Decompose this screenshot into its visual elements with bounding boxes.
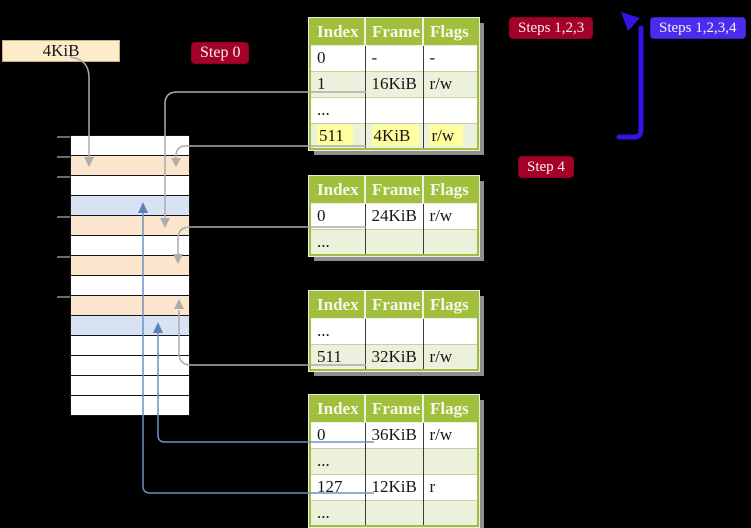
highlight: 511	[317, 124, 353, 146]
table-row: ...	[310, 499, 478, 526]
column-header-flags: Flags	[422, 292, 478, 319]
table-row: ...	[310, 228, 478, 255]
table-cell: 12KiB	[364, 473, 423, 500]
table-cell	[422, 318, 478, 344]
table-cell: r/w	[422, 343, 478, 370]
memory-ruler-ticks	[57, 136, 70, 298]
steps1234-badge: Steps 1,2,3,4	[650, 17, 746, 39]
table-cell	[422, 228, 478, 255]
table-cell: 32KiB	[364, 343, 423, 370]
memory-row	[71, 276, 189, 296]
table-cell: r/w	[422, 122, 478, 149]
memory-row	[71, 356, 189, 376]
table-header-row: Index Frame Flags	[310, 19, 478, 46]
column-header-frame: Frame	[364, 177, 423, 204]
highlight: r/w	[429, 124, 464, 146]
physical-memory-column	[70, 135, 190, 416]
column-header-frame: Frame	[364, 19, 423, 46]
table-cell: ...	[310, 499, 365, 526]
memory-row	[71, 296, 189, 316]
memory-row	[71, 196, 189, 216]
table-row: ...	[310, 96, 478, 123]
step0-badge: Step 0	[191, 42, 250, 64]
column-header-index: Index	[310, 19, 365, 46]
page-table-4: Index Frame Flags 0 36KiB r/w ... 127 12…	[308, 394, 480, 528]
table-cell: r/w	[422, 203, 478, 229]
table-row: 0 24KiB r/w	[310, 203, 478, 229]
table-cell	[422, 96, 478, 123]
column-header-index: Index	[310, 177, 365, 204]
highlight: 4KiB	[371, 124, 420, 146]
frame-size-label: 4KiB	[2, 40, 120, 62]
memory-row	[71, 316, 189, 336]
table-row: 0 36KiB r/w	[310, 422, 478, 448]
table-cell: 0	[310, 422, 365, 448]
table-cell: ...	[310, 318, 365, 344]
table-header-row: Index Frame Flags	[310, 396, 478, 423]
steps-loop-arrow	[616, 12, 644, 140]
table-cell: r/w	[422, 70, 478, 97]
table-cell: ...	[310, 447, 365, 474]
memory-row	[71, 236, 189, 256]
steps123-badge: Steps 1,2,3	[509, 17, 594, 39]
table-row: ...	[310, 447, 478, 474]
table-row: 127 12KiB r	[310, 473, 478, 500]
table-cell: 4KiB	[364, 122, 423, 149]
table-cell: 511	[310, 343, 365, 370]
table-cell: ...	[310, 96, 365, 123]
page-table-3: Index Frame Flags ... 511 32KiB r/w	[308, 290, 480, 372]
table-cell	[422, 447, 478, 474]
column-header-flags: Flags	[422, 19, 478, 46]
column-header-flags: Flags	[422, 177, 478, 204]
table-row: 1 16KiB r/w	[310, 70, 478, 97]
page-table-1: Index Frame Flags 0 - - 1 16KiB r/w ... …	[308, 17, 480, 151]
table-cell: 24KiB	[364, 203, 423, 229]
table-cell: 1	[310, 70, 365, 97]
memory-row	[71, 256, 189, 276]
table-cell: -	[422, 45, 478, 71]
memory-row	[71, 156, 189, 176]
table-cell	[364, 318, 423, 344]
memory-row	[71, 136, 189, 156]
table-cell	[364, 447, 423, 474]
column-header-index: Index	[310, 292, 365, 319]
table-cell	[422, 499, 478, 526]
table-cell	[364, 228, 423, 255]
table-cell: 127	[310, 473, 365, 500]
table-cell: 0	[310, 45, 365, 71]
table-cell: -	[364, 45, 423, 71]
memory-row	[71, 376, 189, 396]
table-cell: 0	[310, 203, 365, 229]
table-row-highlighted: 511 4KiB r/w	[310, 122, 478, 149]
table-row: 0 - -	[310, 45, 478, 71]
table-cell: r	[422, 473, 478, 500]
column-header-frame: Frame	[364, 396, 423, 423]
column-header-index: Index	[310, 396, 365, 423]
table-row: 511 32KiB r/w	[310, 343, 478, 370]
column-header-frame: Frame	[364, 292, 423, 319]
table-cell: ...	[310, 228, 365, 255]
table-row: ...	[310, 318, 478, 344]
memory-row	[71, 216, 189, 236]
memory-row	[71, 396, 189, 415]
page-table-2: Index Frame Flags 0 24KiB r/w ...	[308, 175, 480, 257]
table-cell	[364, 499, 423, 526]
memory-row	[71, 336, 189, 356]
memory-row	[71, 176, 189, 196]
table-header-row: Index Frame Flags	[310, 177, 478, 204]
table-cell: 511	[310, 122, 365, 149]
table-cell: 16KiB	[364, 70, 423, 97]
table-cell: r/w	[422, 422, 478, 448]
column-header-flags: Flags	[422, 396, 478, 423]
arrowhead-upleft-icon	[621, 12, 640, 31]
table-cell	[364, 96, 423, 123]
table-cell: 36KiB	[364, 422, 423, 448]
step4-badge: Step 4	[518, 156, 574, 178]
table-header-row: Index Frame Flags	[310, 292, 478, 319]
